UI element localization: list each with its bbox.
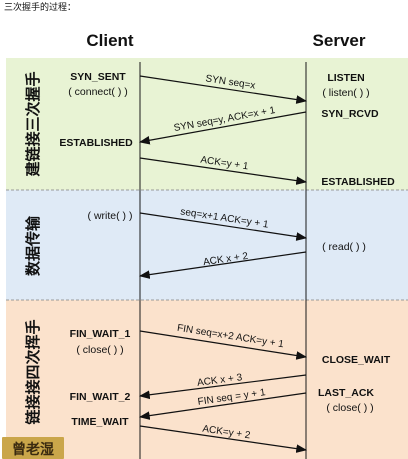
server-state-name: LAST_ACK [318,387,374,399]
client-state-name: SYN_SENT [70,71,126,83]
message-arrow-to-server [139,157,308,185]
client-state-name: TIME_WAIT [71,416,129,428]
server-state-sub: ( listen( ) ) [322,87,369,99]
phase-label-handshake: 建链接三次握手 [24,71,42,176]
phase-label-data-transfer: 数据传输 [24,215,42,276]
client-state-name: FIN_WAIT_1 [70,328,131,340]
message-arrow-to-client [138,251,307,279]
svg-text:建链接三次握手: 建链接三次握手 [24,71,42,176]
message-arrow-to-server [139,330,308,360]
client-state-name: ESTABLISHED [59,137,133,149]
client-header: Client [86,31,134,50]
server-state-name: ESTABLISHED [321,176,395,188]
message-arrow-to-client [138,111,307,145]
svg-text:数据传输: 数据传输 [24,215,42,276]
phase-band-teardown [6,300,408,459]
server-header: Server [313,31,366,50]
client-state-sub: ( write( ) ) [88,210,133,222]
server-state-sub: ( read( ) ) [322,241,366,253]
client-state-name: FIN_WAIT_2 [70,391,131,403]
message-arrow-to-server [139,212,308,241]
message-arrow-to-client [138,374,307,400]
phase-band-data-transfer [6,190,408,300]
client-state-sub: ( close( ) ) [76,344,123,356]
phase-label-teardown: 链接接四次挥手 [24,319,42,424]
watermark-text: 曾老湿 [12,441,54,458]
server-state-sub: ( close( ) ) [326,402,373,414]
svg-text:链接接四次挥手: 链接接四次挥手 [24,319,42,424]
message-arrow-to-server [139,75,308,104]
server-state-name: SYN_RCVD [321,108,379,120]
server-state-name: CLOSE_WAIT [322,354,391,366]
server-state-name: LISTEN [327,72,364,84]
watermark-stamp [2,437,64,459]
message-arrow-to-client [138,392,307,420]
message-arrow-to-server [139,425,308,453]
caption: 三次握手的过程： [4,1,76,12]
client-state-sub: ( connect( ) ) [68,86,128,98]
